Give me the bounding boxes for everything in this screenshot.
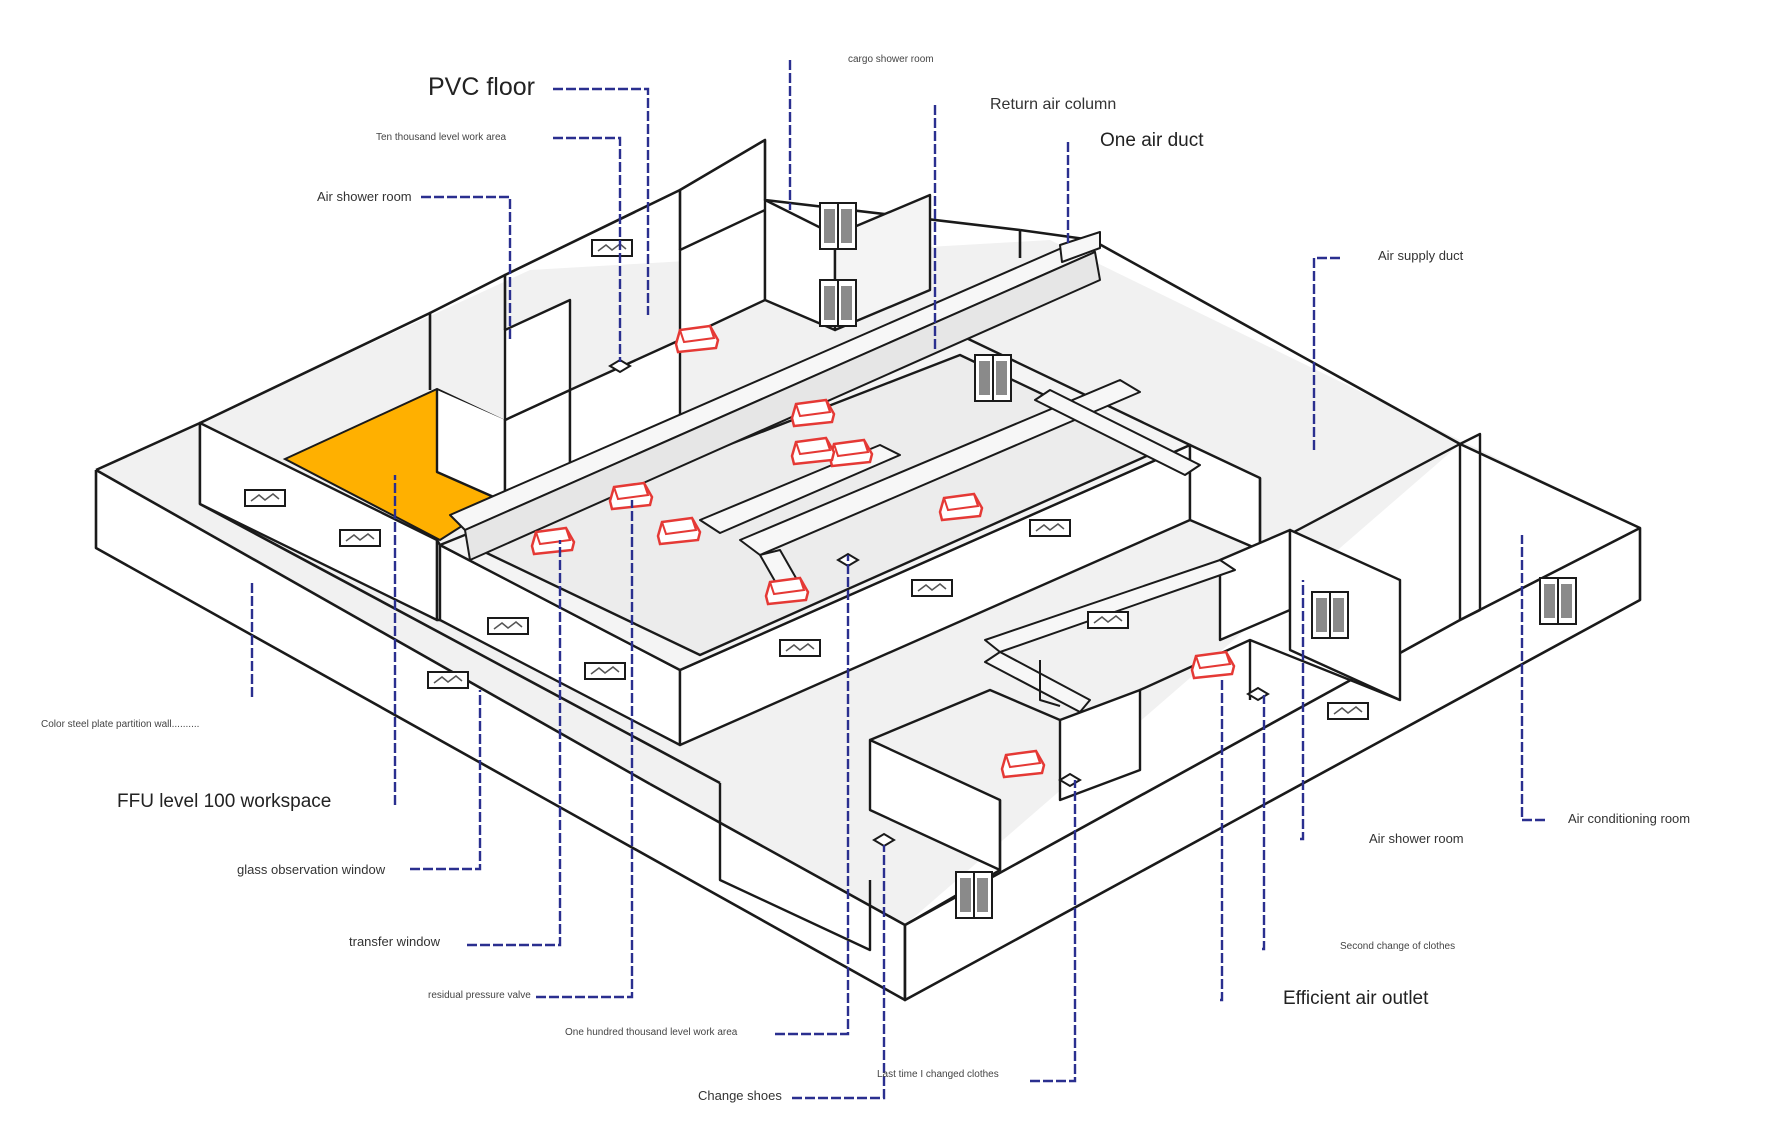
window-icon — [591, 239, 633, 257]
double-door-icon — [819, 202, 857, 250]
air-outlet-icon — [674, 324, 720, 354]
label-transfer-window: transfer window — [349, 934, 441, 949]
label-second-change: Second change of clothes — [1340, 941, 1456, 952]
window-icon — [427, 671, 469, 689]
label-air-shower-room-left: Air shower room — [317, 189, 412, 204]
double-door-icon — [974, 354, 1012, 402]
label-one-air-duct: One air duct — [1100, 130, 1204, 151]
label-efficient-air-outlet: Efficient air outlet — [1283, 988, 1429, 1009]
window-icon — [244, 489, 286, 507]
label-air-supply-duct: Air supply duct — [1378, 248, 1464, 263]
air-outlet-icon — [764, 576, 810, 606]
air-outlet-icon — [1190, 650, 1236, 680]
air-outlet-icon — [790, 436, 836, 466]
label-change-shoes: Change shoes — [698, 1088, 782, 1103]
double-door-icon — [1539, 577, 1577, 625]
window-icon — [911, 579, 953, 597]
window-icon — [584, 662, 626, 680]
window-icon — [779, 639, 821, 657]
leader-lines — [250, 60, 1545, 1100]
air-outlet-icon — [790, 398, 836, 428]
double-door-icon — [819, 279, 857, 327]
air-ducts — [449, 231, 1236, 713]
label-ffu-workspace: FFU level 100 workspace — [117, 791, 332, 812]
double-door-icon — [1311, 591, 1349, 639]
air-outlet-icon — [656, 516, 702, 546]
air-outlet-icon — [938, 492, 984, 522]
label-ten-thousand-area: Ten thousand level work area — [376, 132, 507, 143]
label-color-steel-wall: Color steel plate partition wall........… — [41, 719, 200, 730]
label-residual-valve: residual pressure valve — [428, 990, 531, 1001]
label-glass-window: glass observation window — [237, 862, 386, 877]
air-outlet-icon — [530, 526, 576, 556]
double-door-icon — [955, 871, 993, 919]
label-air-shower-room-right: Air shower room — [1369, 831, 1464, 846]
label-air-conditioning-room: Air conditioning room — [1568, 811, 1691, 826]
window-icon — [339, 529, 381, 547]
air-outlet-icon — [828, 438, 874, 468]
label-last-changed-clothes: Last time I changed clothes — [877, 1069, 999, 1080]
air-outlet-icon — [1000, 749, 1046, 779]
window-icon — [1327, 702, 1369, 720]
window-icon — [487, 617, 529, 635]
window-icon — [1087, 611, 1129, 629]
label-cargo-shower-room: cargo shower room — [848, 54, 934, 65]
label-return-air-column: Return air column — [990, 96, 1117, 113]
window-icon — [1029, 519, 1071, 537]
label-pvc-floor: PVC floor — [428, 73, 535, 101]
label-hundred-thousand-area: One hundred thousand level work area — [565, 1027, 738, 1038]
